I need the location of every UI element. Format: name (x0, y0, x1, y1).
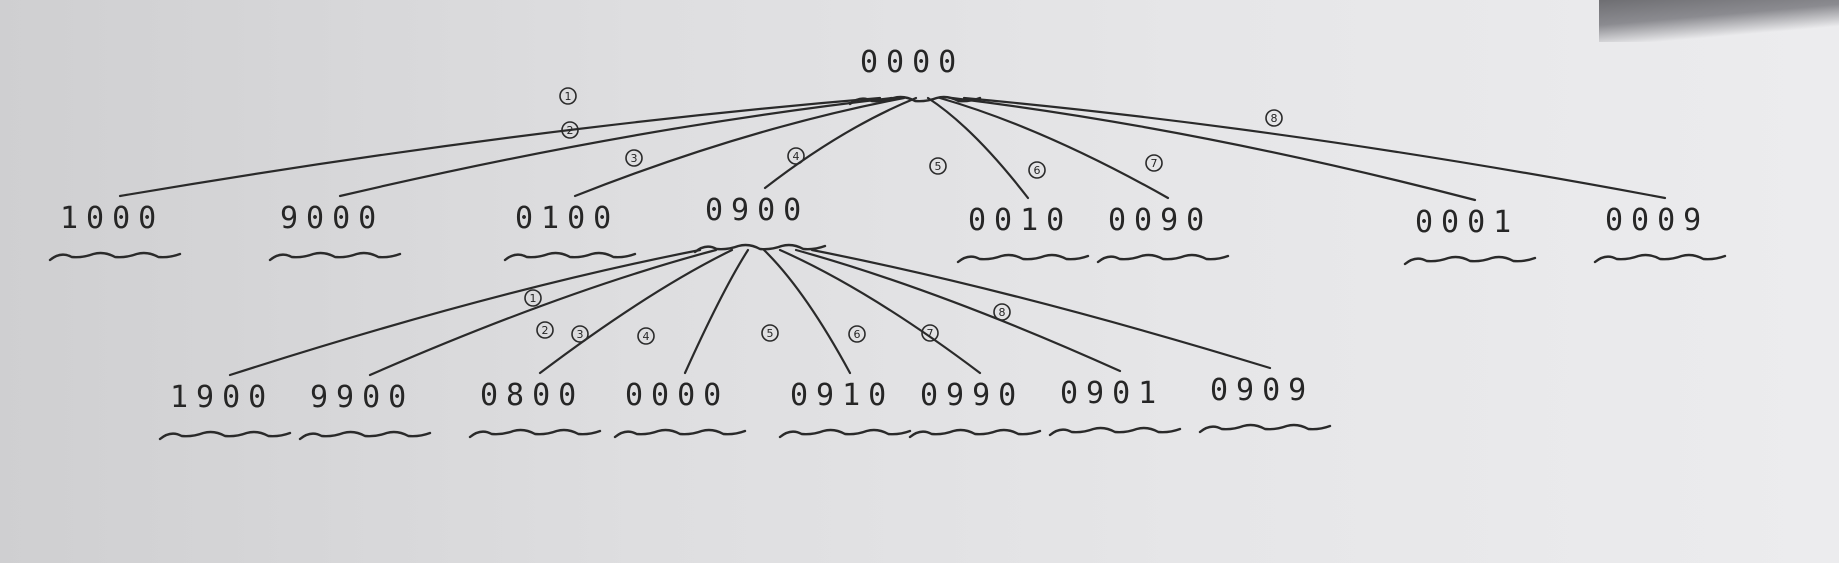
node-l1-1000: 1000 (60, 201, 164, 236)
node-l2-0000-3: 0000 (625, 378, 729, 413)
edge-root-to-0010 (926, 96, 1030, 200)
move-label-l2-1: 1 (530, 292, 537, 305)
move-label-l1-5-circle (929, 157, 947, 175)
move-label-l1-8-circle (1265, 109, 1283, 127)
page-corner-shadow (1599, 0, 1839, 42)
node-l2-0901-6: 0901 (1060, 376, 1164, 411)
move-label-l2-6-circle (848, 325, 866, 343)
node-l1-9000-underline (268, 251, 402, 262)
edge-root-to-0900 (763, 96, 918, 190)
move-label-l1-8: 8 (1271, 112, 1278, 125)
move-label-l2-4-circle (637, 327, 655, 345)
edge-0900-to-0910-4 (762, 248, 852, 375)
move-label-l2-1-circle (524, 289, 542, 307)
node-l2-0901-6-underline (1048, 426, 1182, 437)
edge-0900-to-0800-2 (538, 248, 734, 375)
node-l2-1900-0: 1900 (170, 380, 274, 415)
edge-root-to-0001 (950, 96, 1477, 202)
move-label-l1-3: 3 (631, 152, 638, 165)
move-label-l2-8: 8 (999, 306, 1006, 319)
edge-move-labels: 1 2 3 4 5 6 7 8 1 2 3 4 5 6 7 8 (524, 87, 1283, 345)
node-l2-9900-1-underline (298, 430, 432, 441)
node-root: 0000 (860, 45, 964, 80)
node-l1-0090-underline (1096, 253, 1230, 264)
node-l1-0001-underline (1403, 255, 1537, 266)
node-l2-1900-0-underline (158, 430, 292, 441)
edge-0900-to-9900-1 (368, 248, 718, 377)
move-label-l2-3-circle (571, 325, 589, 343)
edge-root-to-0090 (938, 96, 1170, 200)
move-label-l2-7: 7 (927, 327, 934, 340)
node-l2-0800-2: 0800 (480, 378, 584, 413)
move-label-l2-3: 3 (577, 328, 584, 341)
move-label-l1-4-circle (787, 147, 805, 165)
move-label-l2-5-circle (761, 324, 779, 342)
edge-0900-to-0901-6 (794, 248, 1122, 373)
move-label-l1-1: 1 (565, 90, 572, 103)
edge-0900-to-0909-7 (810, 248, 1272, 370)
node-l2-0800-2-underline (468, 428, 602, 439)
node-l2-0000-3-underline (613, 428, 747, 439)
move-label-l1-2-circle (561, 121, 579, 139)
move-label-l2-7-circle (921, 324, 939, 342)
node-l2-9900-1: 9900 (310, 380, 414, 415)
move-label-l2-4: 4 (643, 330, 650, 343)
edge-0900-to-1900-0 (228, 248, 702, 377)
node-l2-0910-4: 0910 (790, 378, 894, 413)
move-label-l1-5: 5 (935, 160, 942, 173)
move-label-l1-7-circle (1145, 154, 1163, 172)
move-label-l1-6-circle (1028, 161, 1046, 179)
node-l1-0001: 0001 (1415, 205, 1519, 240)
node-l2-0990-5: 0990 (920, 378, 1024, 413)
node-l1-0010: 0010 (968, 203, 1072, 238)
tree-nodes: 0000 1000 9000 0100 0900 0010 0090 0001 0009 1900… (60, 45, 1709, 415)
node-l2-0909-7-underline (1198, 423, 1332, 434)
edge-root-to-0009 (962, 96, 1667, 200)
move-label-l2-5: 5 (767, 327, 774, 340)
node-l2-0990-5-underline (908, 428, 1042, 439)
node-l1-0900: 0900 (705, 193, 809, 228)
edge-0900-to-0990-5 (778, 248, 982, 375)
edge-root-to-9000 (338, 96, 894, 198)
move-label-l1-3-circle (625, 149, 643, 167)
node-root-underline (848, 95, 982, 106)
node-l1-0009: 0009 (1605, 203, 1709, 238)
move-label-l2-8-circle (993, 303, 1011, 321)
node-l1-0090: 0090 (1108, 203, 1212, 238)
edge-root-to-1000 (118, 96, 882, 198)
move-label-l2-2-circle (536, 321, 554, 339)
move-label-l2-6: 6 (854, 328, 861, 341)
node-l2-0910-4-underline (778, 428, 912, 439)
node-l2-0909-7: 0909 (1210, 373, 1314, 408)
move-label-l1-6: 6 (1034, 164, 1041, 177)
node-underlines (48, 95, 1727, 441)
edge-root-to-0100 (573, 96, 906, 198)
move-label-l1-2: 2 (567, 124, 574, 137)
node-l1-1000-underline (48, 251, 182, 262)
move-label-l1-1-circle (559, 87, 577, 105)
node-l1-0009-underline (1593, 253, 1727, 264)
node-l1-0900-underline (693, 243, 827, 254)
node-l1-9000: 9000 (280, 201, 384, 236)
move-label-l1-4: 4 (793, 150, 800, 163)
node-l1-0010-underline (956, 253, 1090, 264)
move-label-l2-2: 2 (542, 324, 549, 337)
node-l1-0100: 0100 (515, 201, 619, 236)
tree-edges (118, 96, 1667, 377)
edge-0900-to-0000-3 (683, 248, 750, 375)
move-label-l1-7: 7 (1151, 157, 1158, 170)
node-l1-0100-underline (503, 251, 637, 262)
